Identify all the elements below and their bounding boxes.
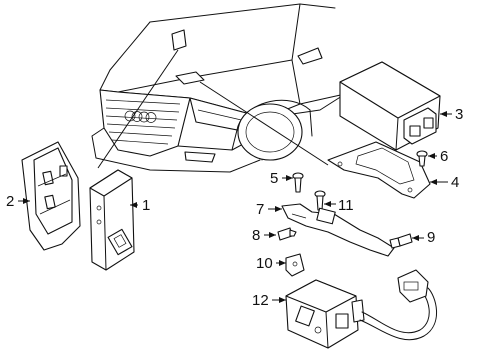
- svg-text:4: 4: [451, 174, 459, 191]
- svg-text:11: 11: [338, 197, 354, 214]
- part-9-screw: [389, 233, 413, 249]
- svg-text:2: 2: [6, 193, 14, 210]
- svg-text:9: 9: [427, 229, 435, 246]
- svg-text:3: 3: [455, 106, 463, 123]
- part-2-bracket: [21, 141, 81, 251]
- svg-text:7: 7: [256, 201, 264, 218]
- callout-9: 9: [412, 229, 435, 246]
- part-1-control-module: [89, 169, 135, 271]
- callout-12: 12: [252, 292, 286, 309]
- callout-8: 8: [252, 227, 276, 244]
- callout-11: 11: [324, 197, 354, 214]
- callout-7: 7: [256, 201, 282, 218]
- svg-text:6: 6: [440, 148, 448, 165]
- part-3-control-unit: [339, 61, 441, 151]
- part-7-support-bracket: [281, 203, 395, 257]
- part-5-bolt: [292, 172, 304, 193]
- svg-text:12: 12: [252, 292, 269, 309]
- vehicle-front-illustration: [91, 3, 346, 173]
- callout-10: 10: [256, 255, 286, 272]
- callout-6: 6: [428, 148, 448, 165]
- callout-3: 3: [440, 106, 463, 123]
- callout-2: 2: [6, 193, 30, 210]
- leader-line-module: [97, 49, 179, 169]
- callout-4: 4: [430, 174, 459, 191]
- part-12-connector-harness: [285, 269, 437, 349]
- callout-1: 1: [130, 197, 150, 214]
- part-11-screw: [314, 190, 326, 211]
- callout-5: 5: [270, 170, 293, 187]
- svg-text:1: 1: [142, 197, 150, 214]
- part-8-screw: [277, 227, 297, 241]
- leader-line-bracket: [199, 81, 329, 166]
- svg-text:10: 10: [256, 255, 273, 272]
- part-6-screw: [416, 150, 428, 167]
- part-4-mounting-bracket: [327, 141, 431, 199]
- part-10-clip: [285, 253, 305, 277]
- svg-text:5: 5: [270, 170, 278, 187]
- svg-text:8: 8: [252, 227, 260, 244]
